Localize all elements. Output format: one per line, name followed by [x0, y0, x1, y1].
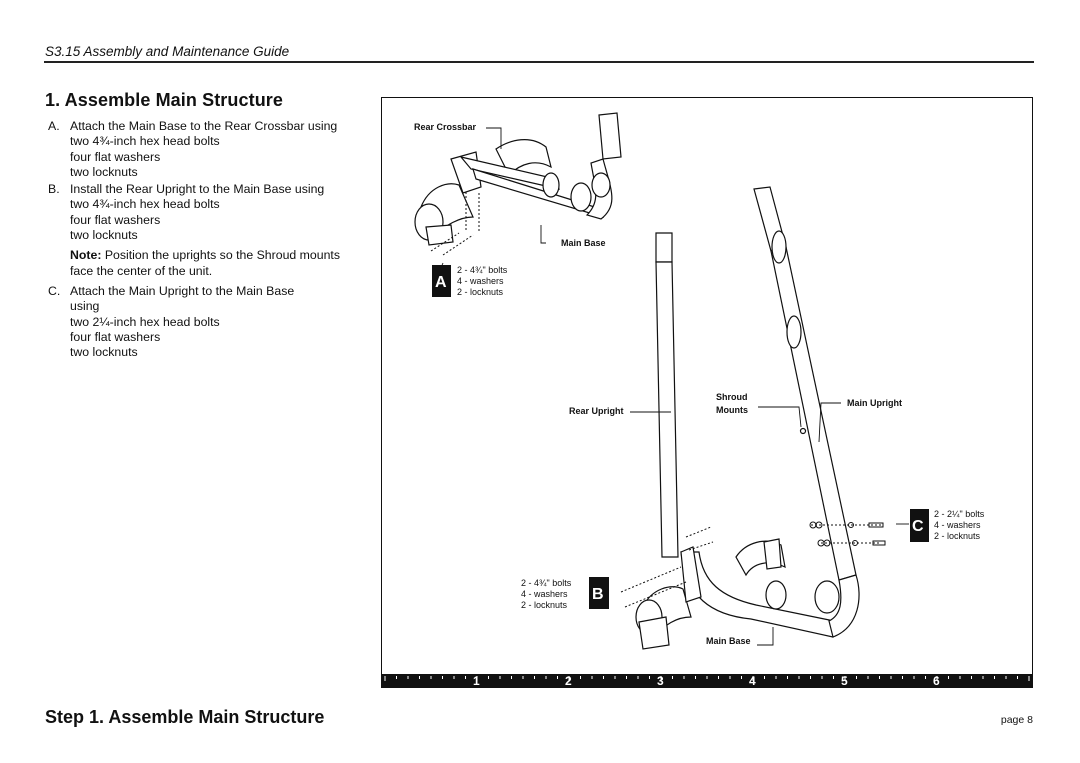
callout-badge — [432, 265, 451, 297]
step-line: two locknuts — [70, 228, 138, 243]
callout-letter: A — [435, 274, 447, 291]
ruler-number: 3 — [657, 674, 664, 688]
step-line: four flat washers — [70, 329, 161, 344]
callout-line: 2 - locknuts — [521, 600, 568, 610]
step-line: using — [70, 299, 100, 314]
callout-b: B 2 - 4¾" bolts 4 - washers 2 - locknuts — [521, 577, 609, 610]
page-number: page 8 — [1000, 714, 1033, 726]
callout-badge — [910, 509, 929, 542]
callout-c: C 2 - 2¼" bolts 4 - washers 2 - locknuts — [910, 509, 985, 542]
step-b: B. Install the Rear Upright to the Main … — [48, 182, 358, 243]
callout-letter: B — [592, 586, 604, 603]
rear-crossbar-illustration — [414, 112, 622, 246]
guide-title: S3.15 Assembly and Maintenance Guide — [45, 44, 290, 59]
step-line: two locknuts — [70, 164, 138, 179]
ruler-number: 2 — [565, 674, 572, 688]
step-line: Install the Rear Upright to the Main Bas… — [70, 182, 325, 197]
step-letter: B. — [48, 182, 60, 197]
step-line: Attach the Main Base to the Rear Crossba… — [70, 119, 338, 133]
main-upright-illustration — [753, 186, 857, 581]
ruler-number: 5 — [841, 674, 848, 688]
leader-lines — [438, 127, 909, 646]
label-rear-upright: Rear Upright — [569, 406, 624, 416]
step-letter: A. — [48, 119, 60, 133]
bolt-set-c — [809, 521, 886, 547]
step-footer-title: Step 1. Assemble Main Structure — [45, 707, 325, 727]
step-a: A. Attach the Main Base to the Rear Cros… — [48, 119, 358, 180]
step-line: four flat washers — [70, 212, 161, 227]
callout-line: 2 - 2¼" bolts — [934, 509, 985, 519]
callout-a: A 2 - 4¾" bolts 4 - washers 2 - locknuts — [432, 265, 508, 297]
step-line: two 4¾-inch hex head bolts — [70, 134, 220, 149]
note-label: Note: — [70, 248, 102, 263]
ruler-number: 6 — [933, 674, 940, 688]
rear-upright-illustration — [655, 232, 679, 558]
bolt-set-a — [430, 192, 480, 256]
ruler-ticks — [384, 676, 1030, 681]
note-text: Position the uprights so the Shroud moun… — [70, 248, 340, 278]
main-base-illustration — [635, 538, 860, 650]
label-mounts: Mounts — [716, 405, 748, 415]
section-heading: 1. Assemble Main Structure — [45, 90, 284, 110]
callout-line: 4 - washers — [457, 276, 504, 286]
instructions: A. Attach the Main Base to the Rear Cros… — [48, 119, 358, 360]
step-line: two locknuts — [70, 345, 138, 360]
callout-line: 2 - 4¾" bolts — [521, 578, 572, 588]
callout-line: 4 - washers — [521, 589, 568, 599]
label-main-upright: Main Upright — [847, 398, 902, 408]
label-main-base-bottom: Main Base — [706, 636, 751, 646]
callout-letter: C — [912, 518, 924, 535]
bolt-set-b — [620, 526, 714, 608]
header-rule — [44, 61, 1034, 63]
measuring-ruler: 1 2 3 4 5 6 — [381, 675, 1033, 688]
callout-line: 4 - washers — [934, 520, 981, 530]
callout-line: 2 - locknuts — [934, 531, 981, 541]
step-letter: C. — [48, 283, 61, 298]
label-shroud: Shroud — [716, 392, 748, 402]
label-main-base-top: Main Base — [561, 238, 606, 248]
assembly-diagram: Rear Crossbar Main Base Rear Upright Shr… — [414, 112, 985, 650]
ruler-number: 4 — [749, 674, 756, 688]
note: Note: Position the uprights so the Shrou… — [48, 248, 358, 279]
step-line: two 2¼-inch hex head bolts — [70, 314, 220, 329]
diagram-panel — [381, 97, 1033, 675]
callout-line: 2 - 4¾" bolts — [457, 265, 508, 275]
label-rear-crossbar: Rear Crossbar — [414, 122, 477, 132]
step-line: Attach the Main Upright to the Main Base — [70, 283, 295, 298]
ruler-number: 1 — [473, 674, 480, 688]
step-c: C. Attach the Main Upright to the Main B… — [48, 284, 358, 360]
callout-line: 2 - locknuts — [457, 287, 504, 297]
step-line: two 4¾-inch hex head bolts — [70, 197, 220, 212]
step-line: four flat washers — [70, 149, 161, 164]
callout-badge — [589, 577, 609, 609]
